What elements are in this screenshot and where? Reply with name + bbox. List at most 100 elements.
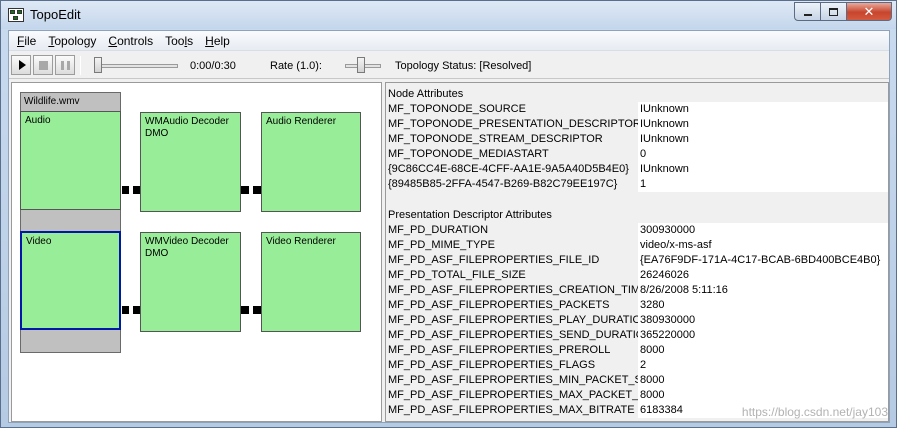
- menu-file[interactable]: File: [17, 33, 37, 48]
- watermark: https://blog.csdn.net/jay103: [741, 405, 888, 419]
- attribute-value: 380930000: [638, 313, 888, 328]
- attribute-key: MF_PD_ASF_FILEPROPERTIES_MAX_PACKET_SIZE: [388, 389, 663, 401]
- menu-help[interactable]: Help: [205, 33, 230, 48]
- attribute-value: 300930000: [638, 223, 888, 238]
- caption-buttons: ✕: [794, 2, 892, 22]
- stop-button[interactable]: [33, 55, 53, 75]
- menu-bar: File Topology Controls oolsTools Help: [9, 31, 889, 51]
- topology-view[interactable]: Wildlife.wmv Audio Video WMAudio Decoder…: [11, 82, 382, 422]
- attributes-panel[interactable]: Node Attributes MF_TOPONODE_SOURCE IUnkno…: [385, 82, 889, 422]
- attribute-value: 8000: [638, 343, 888, 358]
- attribute-row[interactable]: MF_PD_ASF_FILEPROPERTIES_FILE_ID {EA76F9D…: [386, 253, 888, 268]
- pd-attributes-title: Presentation Descriptor Attributes: [388, 209, 552, 221]
- close-button[interactable]: ✕: [847, 2, 892, 21]
- attribute-key: MF_TOPONODE_MEDIASTART: [388, 148, 549, 160]
- attribute-value: 365220000: [638, 328, 888, 343]
- maximize-icon: [829, 7, 838, 16]
- menu-topology[interactable]: Topology: [48, 33, 97, 48]
- time-readout: 0:00/0:30: [190, 60, 236, 72]
- attribute-value: 8000: [638, 373, 888, 388]
- attribute-row[interactable]: MF_TOPONODE_SOURCE IUnknown: [386, 102, 888, 117]
- node-wmaudio-decoder[interactable]: WMAudio Decoder DMO: [140, 112, 241, 212]
- topology-status: Topology Status: [Resolved]: [395, 60, 532, 72]
- attribute-row[interactable]: MF_TOPONODE_STREAM_DESCRIPTOR IUnknown: [386, 132, 888, 147]
- attribute-key: MF_PD_ASF_FILEPROPERTIES_FILE_ID: [388, 254, 600, 266]
- minimize-icon: [803, 13, 812, 16]
- attribute-row[interactable]: MF_PD_DURATION 300930000: [386, 223, 888, 238]
- source-pin-video[interactable]: Video: [20, 231, 121, 330]
- close-icon: ✕: [863, 3, 875, 19]
- attribute-key: MF_TOPONODE_SOURCE: [388, 103, 526, 115]
- attribute-value: IUnknown: [638, 117, 888, 132]
- attribute-value: IUnknown: [638, 102, 888, 117]
- node-wmvideo-decoder[interactable]: WMVideo Decoder DMO: [140, 232, 241, 332]
- attribute-row[interactable]: MF_PD_ASF_FILEPROPERTIES_MAX_PACKET_SIZE…: [386, 388, 888, 403]
- attribute-key: MF_PD_ASF_FILEPROPERTIES_MIN_PACKET_SIZE: [388, 374, 660, 386]
- play-button[interactable]: [11, 55, 31, 75]
- menu-tools[interactable]: oolsTools: [165, 33, 194, 48]
- attribute-row[interactable]: MF_PD_ASF_FILEPROPERTIES_PREROLL 8000: [386, 343, 888, 358]
- attribute-key: MF_PD_ASF_FILEPROPERTIES_FLAGS: [388, 359, 596, 371]
- menu-controls[interactable]: Controls: [108, 33, 154, 48]
- toolbar-separator: [80, 56, 81, 75]
- source-node-title: Wildlife.wmv: [24, 96, 80, 107]
- source-node-wildlife[interactable]: Wildlife.wmv Audio Video: [20, 92, 121, 353]
- maximize-button[interactable]: [821, 2, 847, 21]
- attribute-value: IUnknown: [638, 132, 888, 147]
- attribute-key: MF_PD_DURATION: [388, 224, 489, 236]
- attribute-key: {89485B85-2FFA-4547-B269-B82C79EE197C}: [388, 178, 618, 190]
- attribute-key: MF_PD_ASF_FILEPROPERTIES_PREROLL: [388, 344, 611, 356]
- node-video-renderer[interactable]: Video Renderer: [261, 232, 361, 332]
- toolbar: 0:00/0:30 Rate (1.0): Topology Status: […: [9, 52, 889, 79]
- attribute-key: MF_PD_ASF_FILEPROPERTIES_PLAY_DURATION: [388, 314, 650, 326]
- attribute-key: MF_TOPONODE_STREAM_DESCRIPTOR: [388, 133, 603, 145]
- attribute-value: 6183384: [638, 403, 888, 418]
- minimize-button[interactable]: [794, 2, 821, 21]
- attribute-key: MF_PD_ASF_FILEPROPERTIES_MAX_BITRATE: [388, 404, 635, 416]
- title-bar[interactable]: TopoEdit ✕: [1, 1, 896, 29]
- topoedit-app-icon: [8, 8, 24, 22]
- window-title: TopoEdit: [30, 7, 81, 22]
- client-area: File Topology Controls oolsTools Help 0:…: [8, 30, 890, 423]
- attribute-key: MF_PD_ASF_FILEPROPERTIES_CREATION_TIME: [388, 284, 648, 296]
- attribute-value: 8000: [638, 388, 888, 403]
- stop-icon: [38, 60, 48, 70]
- attribute-key: MF_PD_ASF_FILEPROPERTIES_PACKETS: [388, 299, 610, 311]
- attribute-value: 0: [638, 147, 888, 162]
- rate-slider-thumb[interactable]: [357, 57, 365, 73]
- attribute-key: {9C86CC4E-68CE-4CFF-AA1E-9A5A40D5B4E0}: [388, 163, 629, 175]
- attribute-value: {EA76F9DF-171A-4C17-BCAB-6BD400BCE4B0}: [638, 253, 888, 268]
- attribute-value: 26246026: [638, 268, 888, 283]
- source-pin-audio[interactable]: Audio: [20, 111, 121, 210]
- seek-slider-track[interactable]: [96, 64, 178, 68]
- attribute-value: 8/26/2008 5:11:16: [638, 283, 888, 298]
- attribute-value: video/x-ms-asf: [638, 238, 888, 253]
- attribute-row[interactable]: {9C86CC4E-68CE-4CFF-AA1E-9A5A40D5B4E0} IU…: [386, 162, 888, 177]
- pause-icon: [60, 60, 70, 70]
- attribute-value: IUnknown: [638, 162, 888, 177]
- attribute-key: MF_PD_ASF_FILEPROPERTIES_SEND_DURATION: [388, 329, 653, 341]
- attribute-row[interactable]: MF_PD_ASF_FILEPROPERTIES_FLAGS 2: [386, 358, 888, 373]
- attribute-row[interactable]: MF_PD_ASF_FILEPROPERTIES_MIN_PACKET_SIZE…: [386, 373, 888, 388]
- node-audio-renderer[interactable]: Audio Renderer: [261, 112, 361, 212]
- rate-label: Rate (1.0):: [270, 60, 322, 72]
- attribute-value: 3280: [638, 298, 888, 313]
- attribute-row[interactable]: MF_TOPONODE_MEDIASTART 0: [386, 147, 888, 162]
- attribute-key: MF_TOPONODE_PRESENTATION_DESCRIPTOR: [388, 118, 641, 130]
- attribute-row[interactable]: {89485B85-2FFA-4547-B269-B82C79EE197C}1: [386, 177, 888, 192]
- pause-button[interactable]: [55, 55, 75, 75]
- play-icon: [18, 60, 26, 70]
- attribute-key: MF_PD_TOTAL_FILE_SIZE: [388, 269, 526, 281]
- attribute-row[interactable]: MF_PD_ASF_FILEPROPERTIES_PACKETS 3280: [386, 298, 888, 313]
- node-attributes-title: Node Attributes: [388, 88, 464, 100]
- seek-slider-thumb[interactable]: [94, 57, 102, 73]
- attribute-row[interactable]: MF_PD_TOTAL_FILE_SIZE 26246026: [386, 268, 888, 283]
- attribute-value: 2: [638, 358, 888, 373]
